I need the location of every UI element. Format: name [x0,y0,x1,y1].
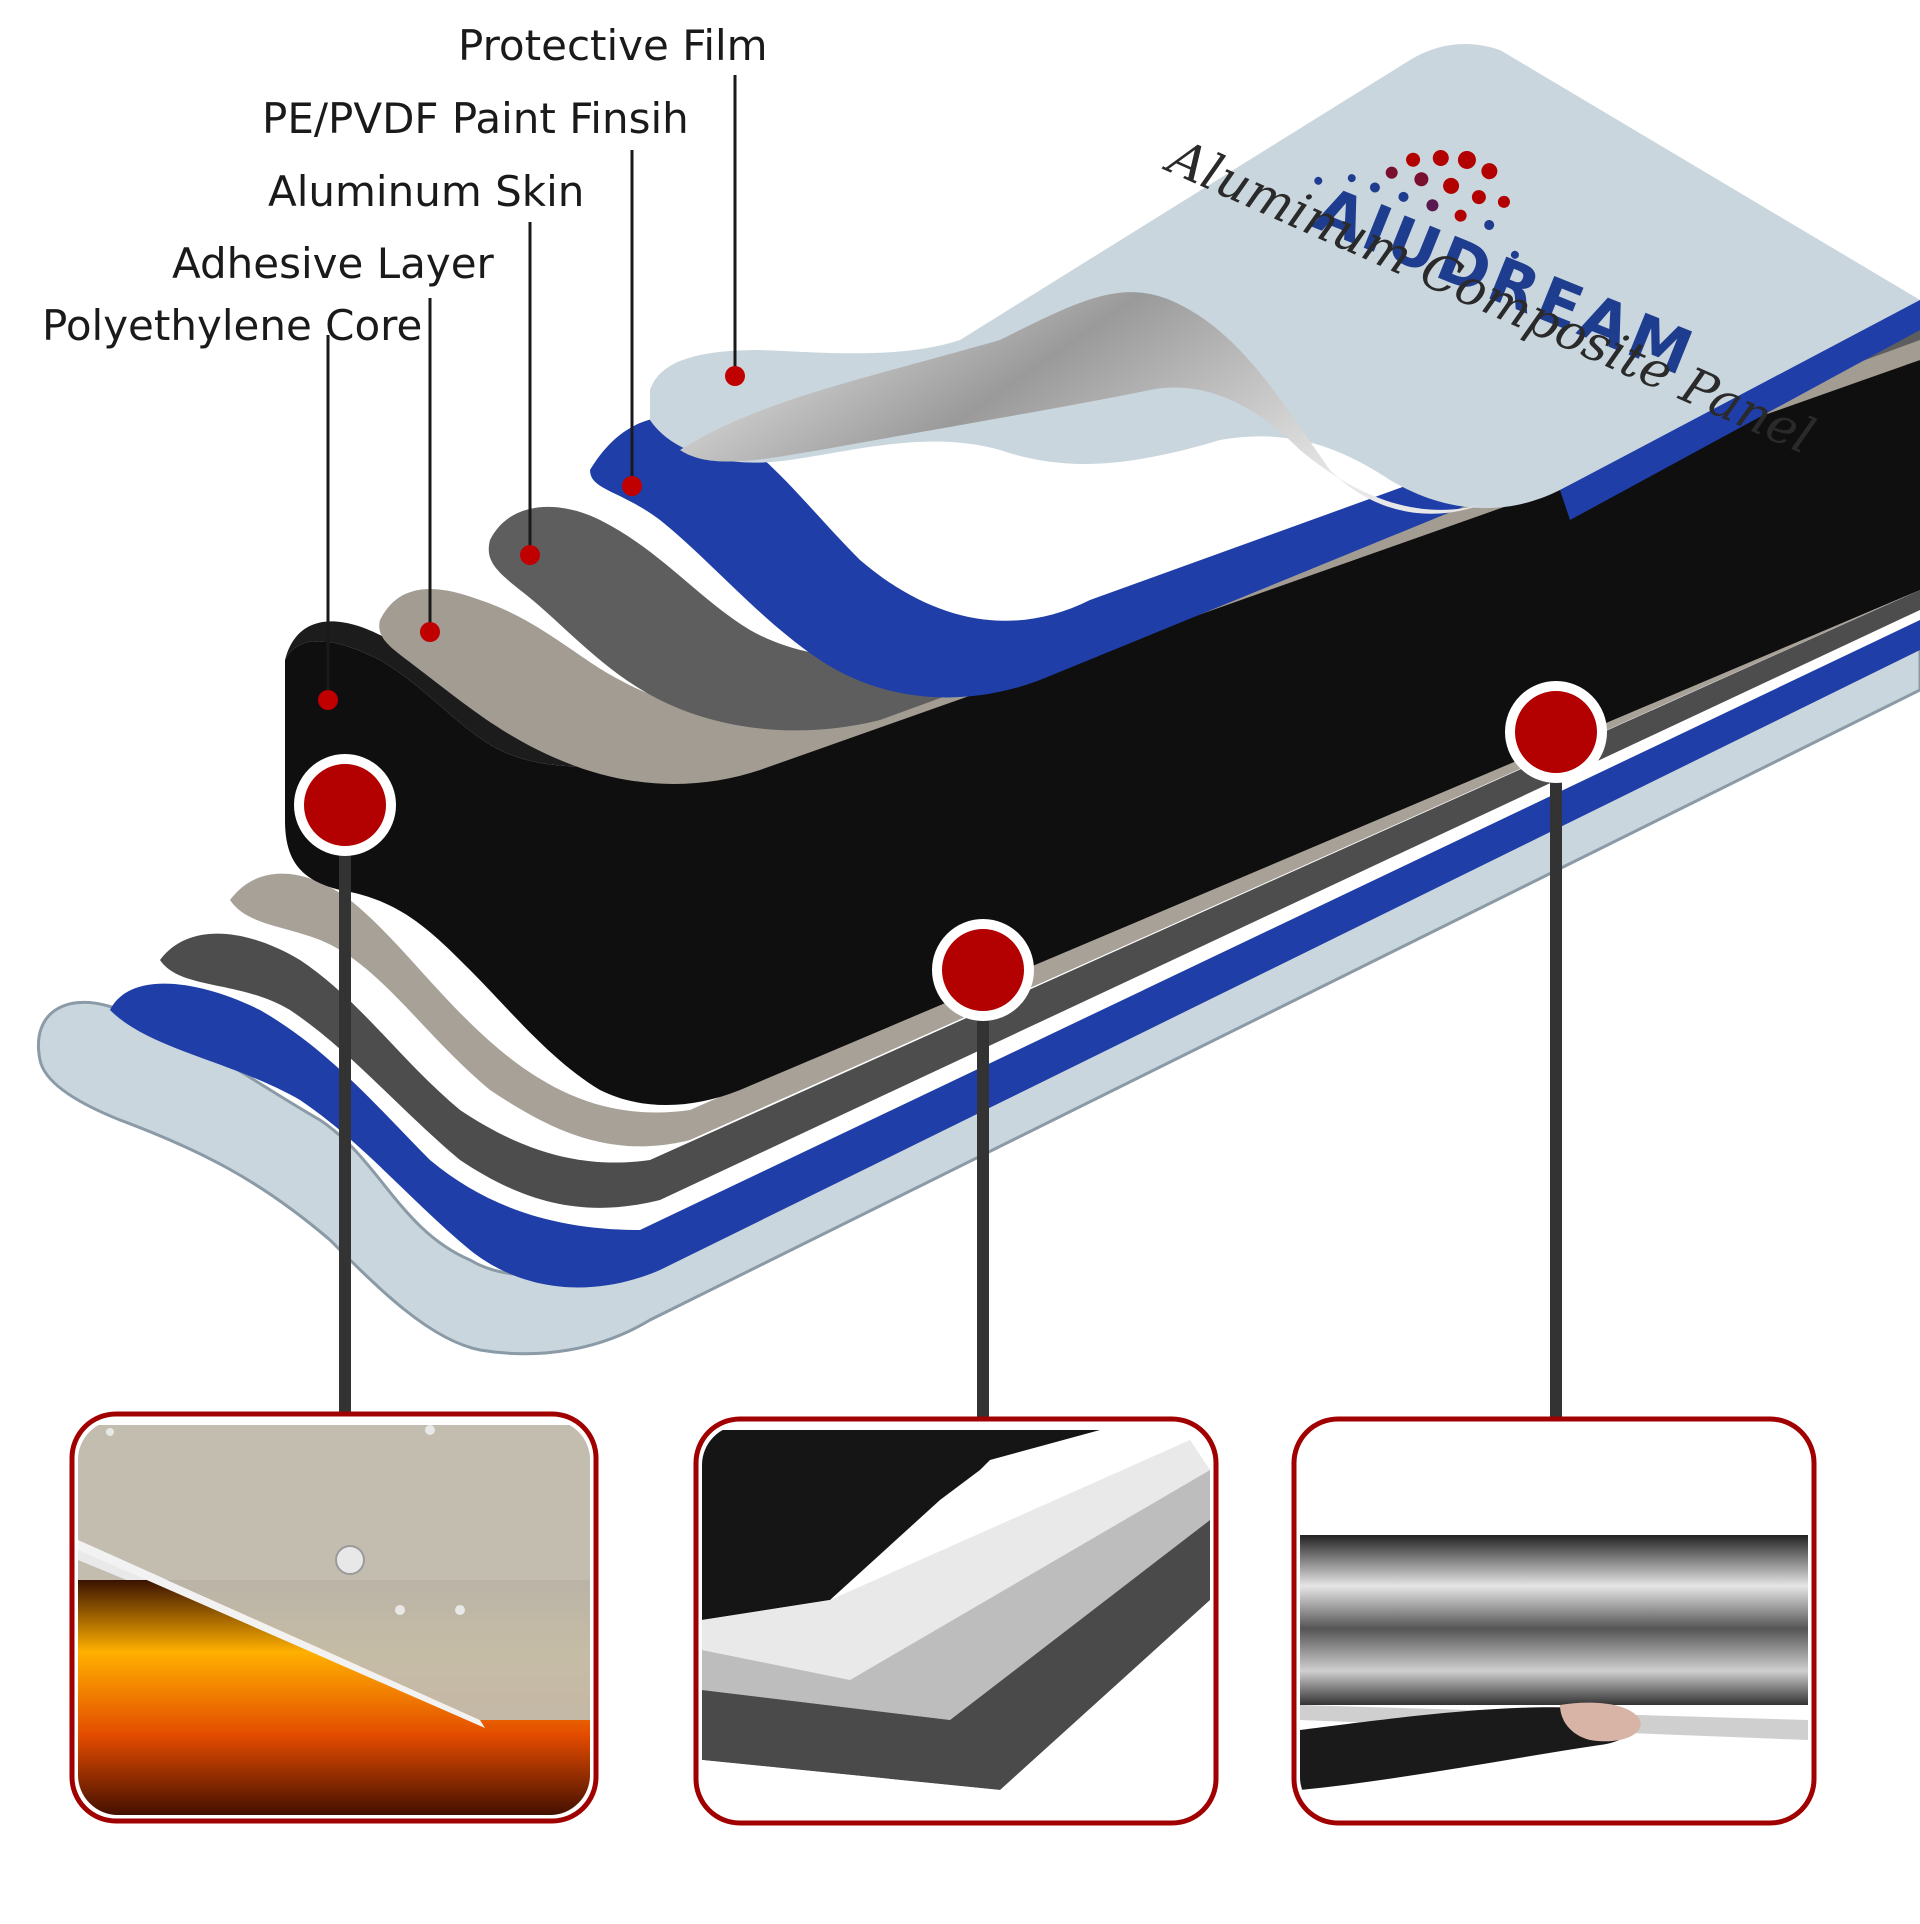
layer-callouts [326,75,737,695]
layer-edge-photo-icon [693,1416,1219,1826]
feature-marker-flex [1505,681,1607,783]
fire-resistance-photo-icon [69,1411,599,1824]
pin-adhesive-layer [420,622,440,642]
flexibility-photo-icon [1291,1416,1817,1826]
layer-pins [318,366,745,710]
panel-body [37,44,1920,1356]
pin-paint-finish [622,476,642,496]
right-edge-paint [1560,300,1920,520]
top-adhesive-sheet [379,330,1920,784]
feature-marker-layers [932,919,1034,1021]
pin-aluminum-skin [520,545,540,565]
label-protective-film: Protective Film [458,21,768,70]
logo-dots-icon [1314,149,1519,259]
feature-callouts [294,681,1607,1420]
peeled-foil [680,292,1480,514]
label-paint-finish: PE/PVDF Paint Finsih [262,94,689,143]
label-aluminum-skin: Aluminum Skin [268,167,584,216]
pin-protective-film [725,366,745,386]
feature-marker-fire [294,754,396,856]
label-polyethylene-core: Polyethylene Core [42,301,422,350]
pin-polyethylene-core [318,690,338,710]
core-block [285,360,1920,1105]
label-adhesive-layer: Adhesive Layer [172,239,495,288]
